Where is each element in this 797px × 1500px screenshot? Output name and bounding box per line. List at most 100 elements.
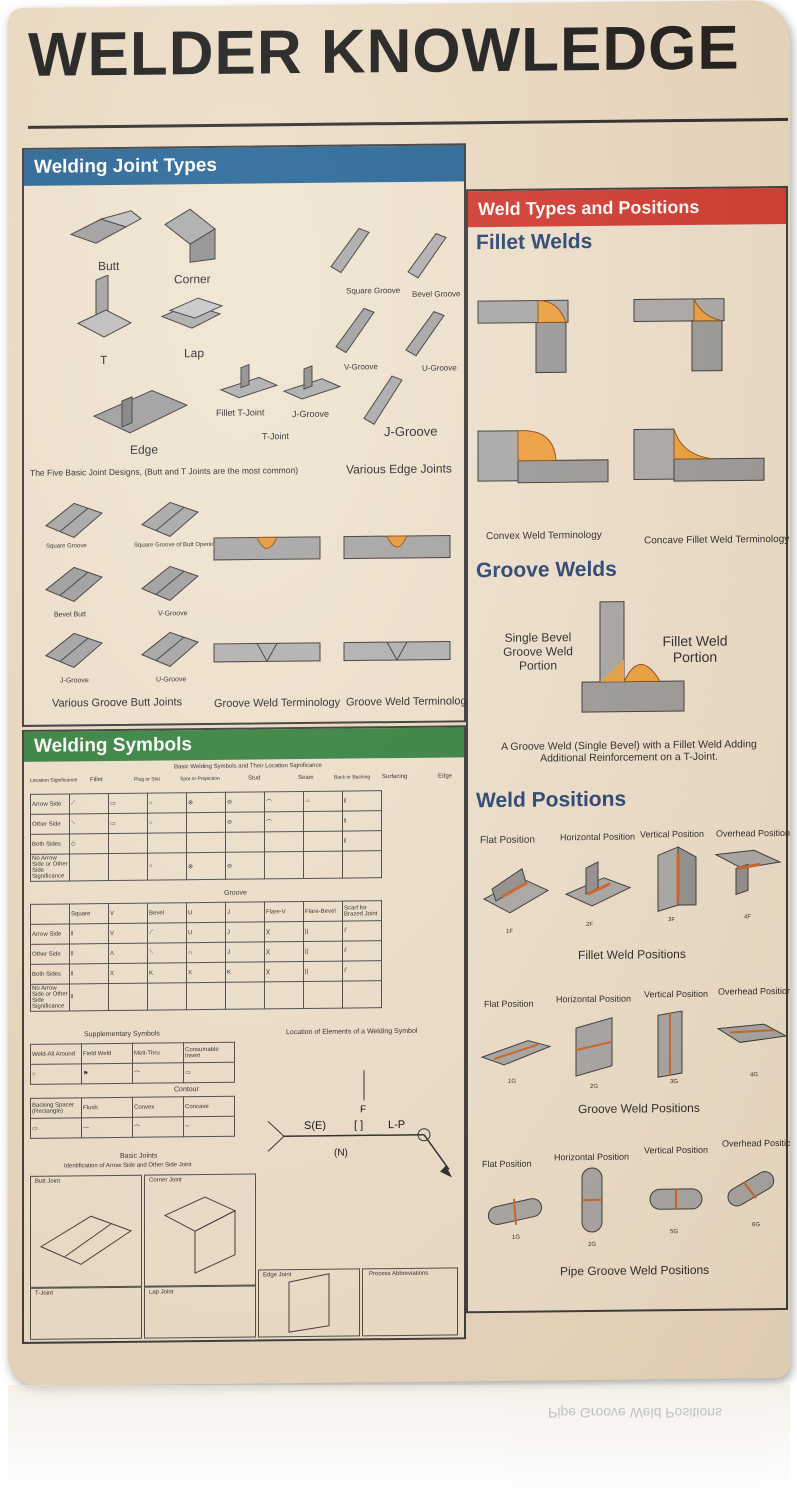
butt-joint-illustration <box>66 209 146 255</box>
groove-col-v: V <box>108 903 148 924</box>
groove-horizontal-label: Horizontal Position <box>556 993 632 1005</box>
contour-concave: Concave <box>183 1096 235 1117</box>
t-joint-caption: T-Joint <box>262 431 290 442</box>
joint-t-label: T-Joint <box>35 1290 54 1297</box>
svg-text:(N): (N) <box>334 1148 348 1159</box>
groove-2g-illustration <box>572 1016 622 1086</box>
groove-terminology-diagram-2 <box>342 517 452 583</box>
groove-vertical-label: Vertical Position <box>644 988 709 1000</box>
groove-row-both: Both Sides <box>30 963 70 985</box>
groove-row-arrow: Arrow Side <box>30 923 70 945</box>
fillet-horizontal-label: Horizontal Position <box>560 831 636 843</box>
pipe-overhead-label: Overhead Position <box>722 1137 790 1149</box>
groove-3g-code: 3G <box>670 1079 679 1086</box>
symbols-table-title: Basic Welding Symbols and Their Location… <box>174 762 322 771</box>
bevel-butt-label: Bevel Butt <box>54 611 86 619</box>
pipe-vertical-label: Vertical Position <box>644 1144 709 1156</box>
fillet-vertical-label: Vertical Position <box>640 828 705 840</box>
fillet-4f-code: 4F <box>744 914 752 921</box>
groove-1g-illustration <box>480 1030 552 1076</box>
col-location: Location Significance <box>30 777 78 784</box>
groove-col-flare-bevel: Flare-Bevel <box>303 901 343 922</box>
contour-title: Contour <box>174 1086 199 1094</box>
svg-text:F: F <box>360 1104 366 1115</box>
reflection-text: Pipe Groove Weld Positions <box>548 1405 723 1421</box>
j-groove-t-joint-label: J-Groove <box>292 408 330 420</box>
fillet-t-joint-label: Fillet T-Joint <box>216 407 265 418</box>
convex-caption: Convex Weld Terminology <box>486 529 602 543</box>
pipe-5g-code: 5G <box>670 1229 679 1236</box>
pipe-2g-illustration <box>578 1166 608 1241</box>
welding-symbol-diagram: S(E) [ ] L-P (N) F <box>264 1039 454 1216</box>
col-plug: Plug or Slot <box>134 776 160 783</box>
process-abbreviations-box: Process Abbreviations <box>362 1267 458 1337</box>
pipe-6g-illustration <box>720 1164 780 1220</box>
groove-col-scarf: Scarf for Brazed Joint <box>342 900 382 922</box>
basic-joint-butt: Butt Joint <box>30 1174 142 1288</box>
pipe-horizontal-label: Horizontal Position <box>554 1151 630 1163</box>
groove-fillet-t-joint-diagram <box>580 599 690 730</box>
supp-field: Field Weld <box>81 1043 133 1064</box>
basic-joint-lap: Lap Joint <box>144 1285 256 1339</box>
square-groove-butt-illustration <box>44 499 104 545</box>
groove-3g-illustration <box>652 1009 692 1084</box>
fillet-1f-illustration <box>482 858 552 924</box>
pipe-1g-code: 1G <box>512 1234 521 1241</box>
fillet-2f-illustration <box>564 854 634 920</box>
welding-symbols-panel: Welding Symbols Basic Welding Symbols an… <box>22 725 466 1344</box>
j-groove-butt-label: J-Groove <box>60 677 89 685</box>
process-abbrev-label: Process Abbreviations <box>369 1270 429 1278</box>
fillet-t-joint-illustration <box>219 359 279 405</box>
svg-text:[ ]: [ ] <box>354 1119 363 1131</box>
supp-all-around: Weld-All Around <box>30 1043 82 1065</box>
weld-types-header: Weld Types and Positions <box>468 187 786 228</box>
weld-types-panel: Weld Types and Positions Fillet Welds Co… <box>466 185 790 1314</box>
col-back: Back or Backing <box>334 774 371 781</box>
welding-symbols-header: Welding Symbols <box>24 727 464 762</box>
supp-melt: Melt-Thru <box>132 1042 184 1064</box>
basic-joint-corner: Corner Joint <box>144 1173 256 1287</box>
groove-left-label: Single Bevel Groove Weld Portion <box>503 630 573 673</box>
t-label: T <box>100 353 108 368</box>
concave-caption: Concave Fillet Weld Terminology <box>644 533 790 547</box>
title-rule <box>28 117 788 129</box>
sign-reflection: Pipe Groove Weld Positions <box>8 1385 790 1500</box>
contour-backing: Backing Spacer (Rectangle) <box>30 1097 82 1119</box>
lap-joint-illustration <box>160 296 230 342</box>
joint-types-header: Welding Joint Types <box>24 145 464 186</box>
j-groove-edge-label: J-Groove <box>384 423 438 440</box>
groove-col-square: Square <box>69 903 109 924</box>
supp-insert: Consumable Insert <box>183 1042 235 1063</box>
groove-terminology-diagram-4 <box>342 625 452 681</box>
butt-label: Butt <box>98 258 120 274</box>
edge-joint-illustration <box>92 370 192 446</box>
fillet-2f-code: 2F <box>586 921 594 929</box>
square-groove-opening-label: Square Groove of Butt Opening <box>134 541 219 549</box>
groove-welds-title: Groove Welds <box>476 557 617 583</box>
u-groove-butt-label: U-Groove <box>156 676 187 684</box>
lap-label: Lap <box>184 346 205 361</box>
col-surfacing: Surfacing <box>382 773 408 781</box>
v-groove-edge-illustration <box>334 306 379 361</box>
joint-lap-label: Lap Joint <box>149 1289 174 1296</box>
square-groove-edge-illustration <box>329 226 374 281</box>
concave-fillet-diagram-top <box>632 268 772 384</box>
joint-butt-label: Butt Joint <box>35 1178 61 1185</box>
groove-right-label: Fillet Weld Portion <box>662 632 728 666</box>
pipe-2g-code: 2G <box>588 1241 597 1249</box>
col-stud: Stud <box>248 775 261 782</box>
fillet-3f-illustration <box>648 845 708 921</box>
u-groove-butt-illustration <box>140 628 200 674</box>
corner-label: Corner <box>174 271 211 287</box>
edge-joints-caption: Various Edge Joints <box>346 461 452 477</box>
fillet-positions-caption: Fillet Weld Positions <box>578 946 686 963</box>
svg-text:L-P: L-P <box>388 1119 405 1131</box>
symbols-column-headers: Location Significance Fillet Plug or Slo… <box>30 769 455 791</box>
groove-col-flare-v: Flare-V <box>264 901 304 922</box>
groove-row-other: Other Side <box>30 943 70 965</box>
groove-1g-code: 1G <box>508 1078 517 1085</box>
u-groove-edge-illustration <box>404 309 449 364</box>
